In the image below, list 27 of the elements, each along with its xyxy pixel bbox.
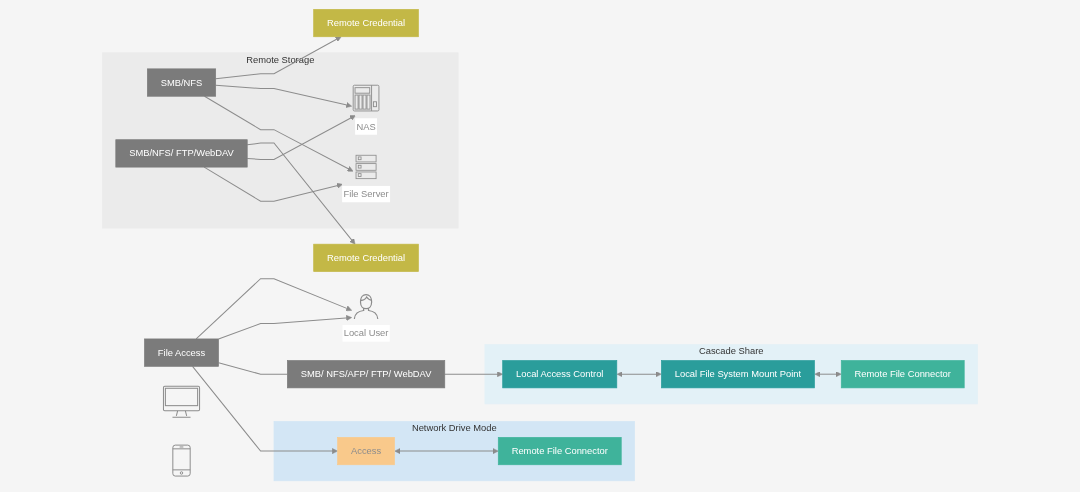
arrow — [246, 115, 356, 160]
connector — [218, 362, 288, 375]
arrow — [195, 278, 352, 340]
arrow — [218, 315, 352, 340]
arrow — [814, 371, 842, 378]
node-box: Remote Credential — [313, 243, 419, 272]
node-box: Local Access Control — [502, 360, 618, 389]
node-box: SMB/NFS/ FTP/WebDAV — [115, 139, 248, 168]
node-box: Access — [337, 437, 395, 466]
node-picture — [162, 385, 201, 420]
node-box: Remote File Connector — [497, 437, 622, 466]
node-box: SMB/NFS — [147, 68, 216, 97]
arrow — [246, 142, 356, 245]
arrow — [616, 371, 662, 378]
arrow — [192, 365, 338, 454]
arrow — [444, 371, 503, 378]
arrow — [215, 84, 352, 108]
node-box: SMB/ NFS/AFP/ FTP/ WebDAV — [287, 360, 446, 389]
node-box: Remote File Connector — [840, 360, 965, 389]
arrow — [394, 448, 499, 454]
node-box: File Access — [144, 338, 219, 367]
arrow — [203, 166, 343, 202]
node-box: Local File System Mount Point — [661, 360, 815, 389]
node-picture — [171, 443, 192, 478]
node-box: Remote Credential — [313, 9, 419, 38]
arrow — [215, 36, 342, 80]
arrow — [204, 95, 354, 172]
